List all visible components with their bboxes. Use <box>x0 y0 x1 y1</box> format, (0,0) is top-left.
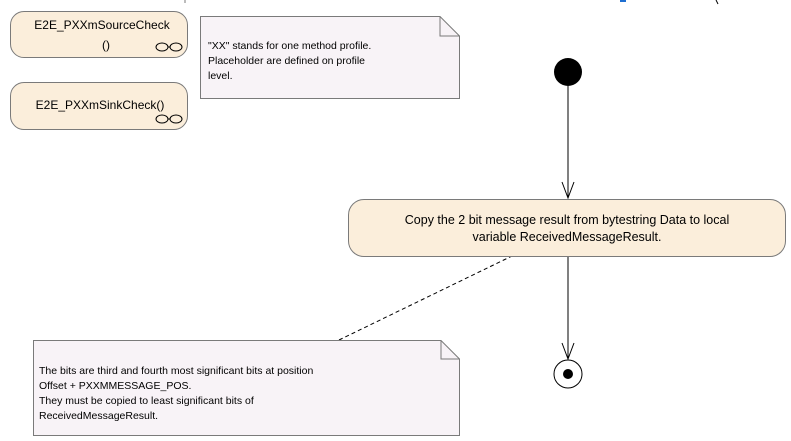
note-fold-icon <box>200 16 460 99</box>
arrowhead-icon <box>561 342 575 361</box>
final-node-icon[interactable] <box>553 359 583 389</box>
note-line: "XX" stands for one method profile. <box>208 40 372 52</box>
note-profile-text: "XX" stands for one method profile. Plac… <box>208 39 468 84</box>
action-line: variable ReceivedMessageResult. <box>472 230 662 244</box>
note-anchor-dashed <box>338 255 513 341</box>
initial-node-icon[interactable] <box>554 58 582 86</box>
action-line: Copy the 2 bit message result from bytes… <box>404 213 730 227</box>
note-line: Offset + PXXMMESSAGE_POS. <box>39 380 192 392</box>
note-bits-text: The bits are third and fourth most signi… <box>39 364 466 424</box>
arrowhead-icon <box>561 181 575 200</box>
note-fold-icon <box>33 340 460 436</box>
note-line: level. <box>208 70 233 82</box>
rake-icon <box>155 42 183 52</box>
rake-icon <box>155 114 183 124</box>
note-line: Placeholder are defined on profile <box>208 55 366 67</box>
note-bit-position[interactable]: The bits are third and fourth most signi… <box>33 340 460 436</box>
note-line: The bits are third and fourth most signi… <box>39 365 314 377</box>
note-line: They must be copied to least significant… <box>39 395 254 407</box>
activity-source-check[interactable]: E2E_PXXmSourceCheck () <box>10 11 188 58</box>
action-copy-message-result[interactable]: Copy the 2 bit message result from bytes… <box>348 199 786 257</box>
activity-sink-check[interactable]: E2E_PXXmSinkCheck() <box>10 82 188 130</box>
cropped-top-mark <box>715 0 719 5</box>
activity-source-check-name: E2E_PXXmSourceCheck <box>34 18 170 32</box>
activity-source-check-parens: () <box>102 38 110 52</box>
note-profile-placeholder[interactable]: "XX" stands for one method profile. Plac… <box>200 16 460 99</box>
activity-sink-check-name: E2E_PXXmSinkCheck() <box>35 98 165 112</box>
note-line: ReceivedMessageResult. <box>39 410 159 422</box>
